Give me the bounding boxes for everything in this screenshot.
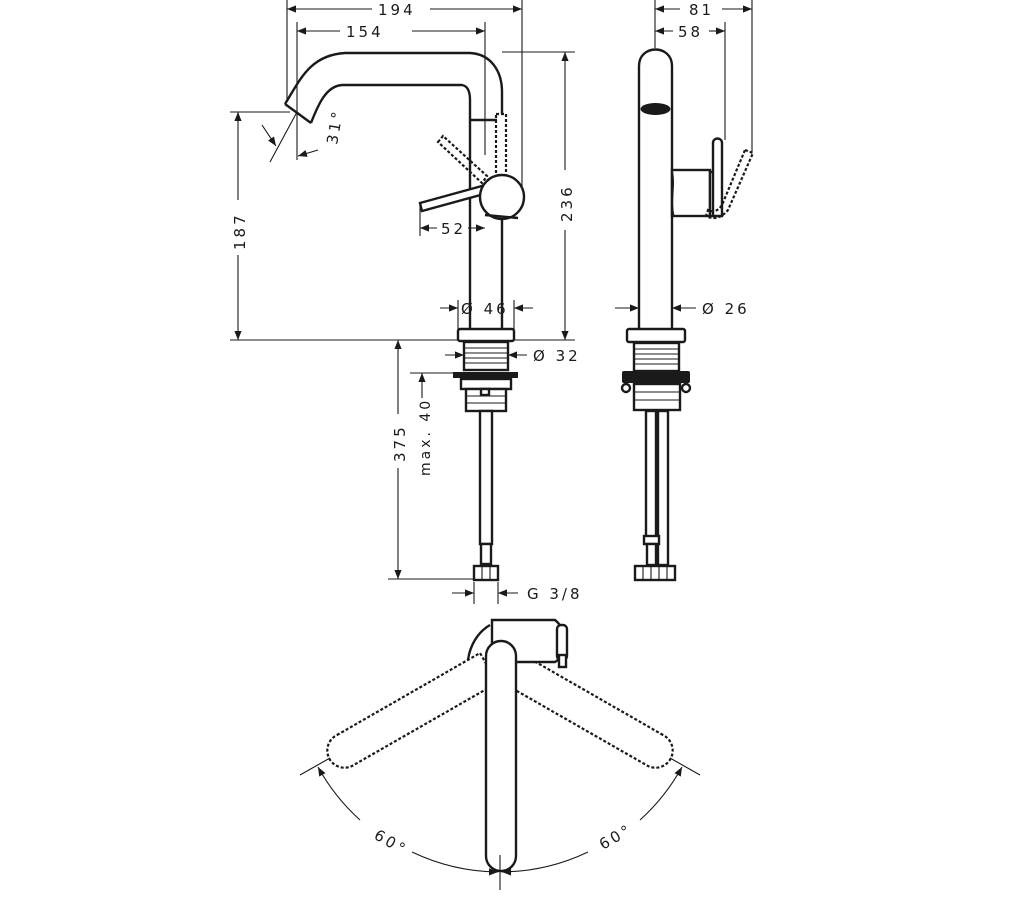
- dimension-depth-lever: 58: [678, 23, 703, 41]
- dimension-height-total: 236: [558, 184, 576, 222]
- dimension-spout-angle: 31°: [323, 108, 347, 146]
- swivel-angle-left: 60°: [371, 826, 411, 859]
- dimension-lever-reach: 52: [441, 220, 466, 238]
- dimension-hose-length: 375: [391, 424, 409, 462]
- dimension-connection-thread: G 3/8: [527, 585, 583, 603]
- dimension-width-overall: 194: [378, 1, 416, 19]
- side-view: 81 58 Ø 26: [615, 0, 755, 582]
- dimension-body-diameter: Ø 26: [702, 300, 750, 318]
- dimension-height-spout: 187: [231, 212, 249, 250]
- dimension-depth-overall: 81: [689, 1, 714, 19]
- swivel-angle-right: 60°: [596, 820, 636, 853]
- dimension-max-counter-thickness: max. 40: [418, 398, 434, 476]
- top-view: 60° 60°: [299, 618, 701, 890]
- dimension-thread-diameter: Ø 32: [533, 347, 581, 365]
- dimension-base-diameter: Ø 46: [461, 300, 509, 318]
- front-view: 194 154 31° 187 236 52 Ø 46 Ø 32 375: [230, 0, 583, 604]
- dimension-spout-reach: 154: [346, 23, 384, 41]
